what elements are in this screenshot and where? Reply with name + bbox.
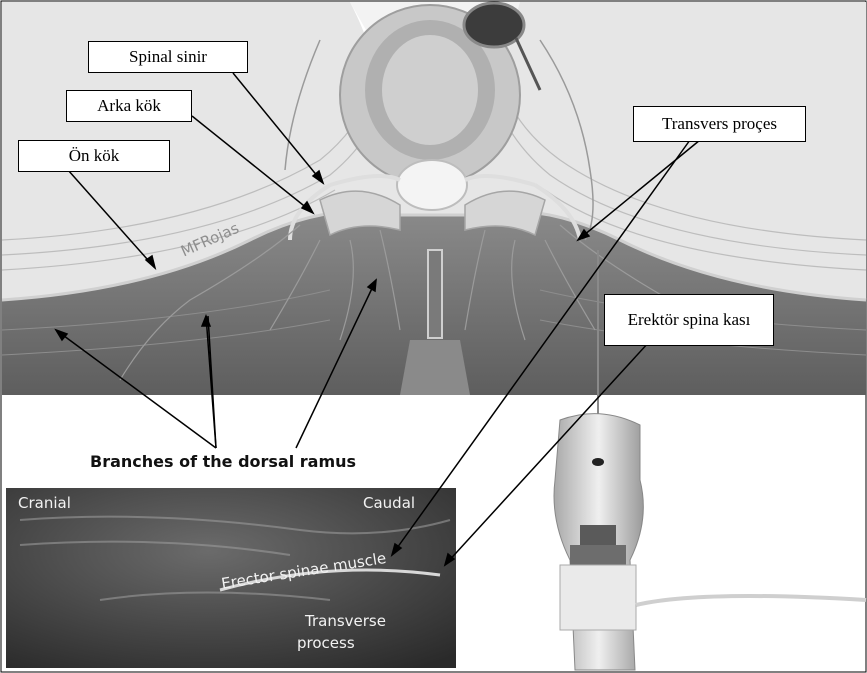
label-dorsal-root: Arka kök: [66, 90, 192, 122]
label-erector-spinae: Erektör spina kası: [604, 294, 774, 346]
us-label-process-line2: process: [297, 634, 355, 652]
us-label-process-line1: Transverse: [305, 612, 386, 630]
spinal-canal: [397, 160, 467, 210]
us-label-cranial: Cranial: [18, 494, 71, 512]
label-ventral-root: Ön kök: [18, 140, 170, 172]
label-spinal-nerve: Spinal sinir: [88, 41, 248, 73]
us-label-caudal: Caudal: [363, 494, 415, 512]
label-transverse-process: Transvers proçes: [633, 106, 806, 142]
caption-dorsal-ramus: Branches of the dorsal ramus: [90, 452, 356, 471]
